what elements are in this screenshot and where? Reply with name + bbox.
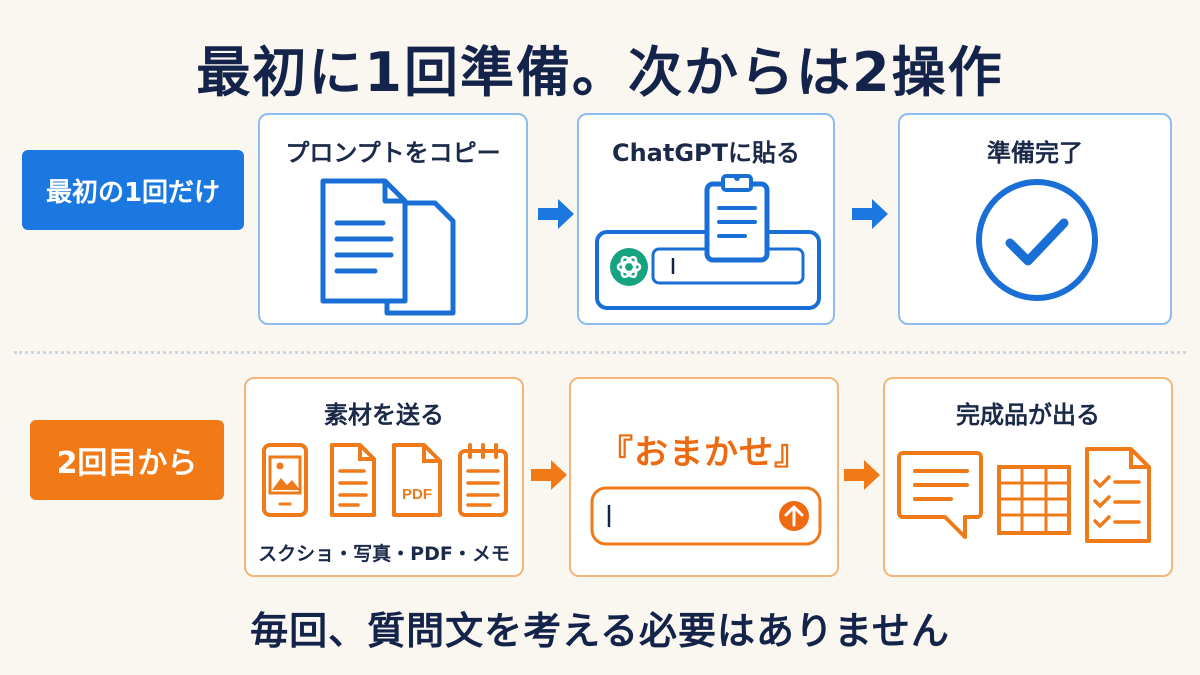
table-icon [997, 465, 1071, 535]
step-paste-chatgpt-label: ChatGPTに貼る [611, 139, 801, 167]
speech-bubble-icon [897, 451, 983, 539]
arrow-right-icon [538, 199, 574, 229]
pdf-icon [392, 443, 442, 517]
from-second-time-tag: 2回目から [30, 420, 224, 500]
step-copy-prompt-card: プロンプトをコピー [258, 113, 528, 325]
checkmark-circle-icon [976, 179, 1098, 301]
step-omakase-card: 『おまかせ』 [569, 377, 839, 577]
step-copy-prompt-label: プロンプトをコピー [285, 139, 501, 167]
step-ready-card: 準備完了 [898, 113, 1172, 325]
omakase-command: 『おまかせ』 [599, 433, 809, 473]
chatgpt-paste-illustration [595, 174, 821, 310]
footer-message: 毎回、質問文を考える必要はありません [250, 609, 950, 653]
step-paste-chatgpt-card: ChatGPTに貼る [577, 113, 835, 325]
step-result-label: 完成品が出る [956, 401, 1100, 429]
documents-icon [320, 178, 456, 316]
step-send-material-card: 素材を送る [244, 377, 524, 577]
arrow-right-icon [531, 460, 567, 490]
material-types-label: スクショ・写真・PDF・メモ [258, 543, 510, 565]
row-divider [14, 351, 1186, 354]
send-button-icon [779, 501, 809, 531]
page-title: 最初に1回準備。次からは2操作 [196, 41, 1004, 104]
chat-input-illustration [590, 486, 822, 546]
checklist-icon [1085, 447, 1151, 543]
document-icon [330, 443, 376, 517]
material-icons: PDF [262, 443, 508, 517]
step-ready-label: 準備完了 [987, 139, 1083, 167]
result-icons [897, 447, 1151, 543]
first-time-only-tag: 最初の1回だけ [22, 150, 244, 230]
pdf-icon-text: PDF [402, 486, 432, 503]
notepad-icon [458, 443, 508, 517]
arrow-right-icon [852, 199, 888, 229]
step-result-card: 完成品が出る [883, 377, 1173, 577]
step-send-material-label: 素材を送る [324, 401, 444, 429]
arrow-right-icon [844, 460, 880, 490]
phone-image-icon [262, 443, 308, 517]
